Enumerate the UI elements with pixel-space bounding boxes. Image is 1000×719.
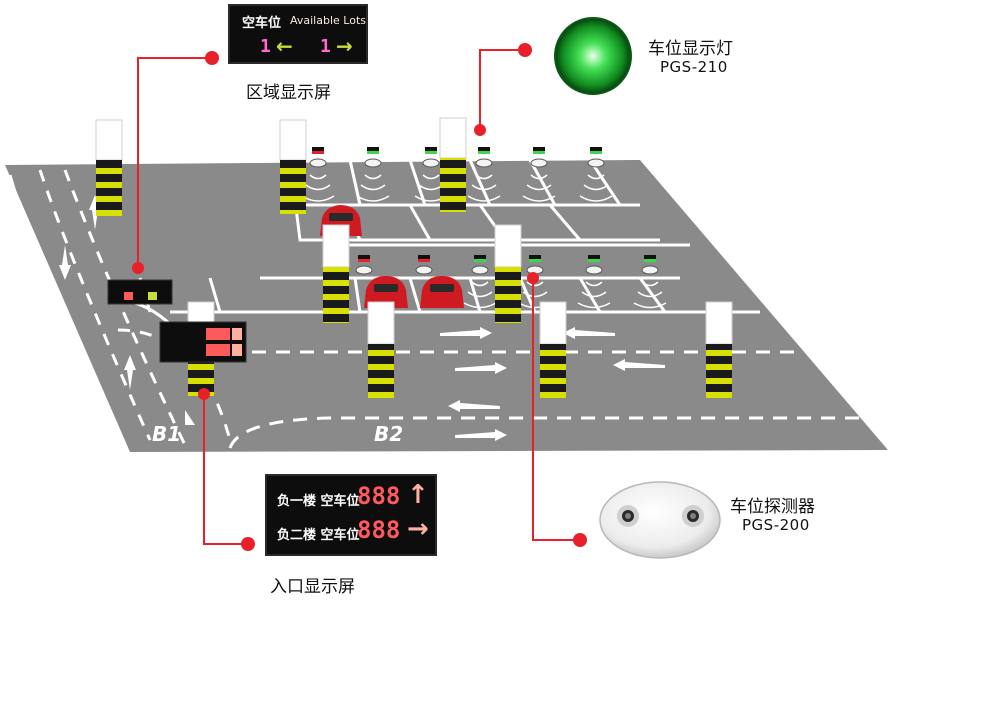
indicator-light-label: 车位显示灯 <box>648 39 733 59</box>
entrance-row1-digits: 888 <box>357 482 401 510</box>
detectors-back <box>309 158 605 168</box>
zone-sign-right-arrow: → <box>336 34 353 58</box>
pillar-icon <box>439 117 467 212</box>
callout-lines <box>137 49 580 545</box>
callout-dots <box>132 43 587 551</box>
entrance-row2-text: 负二楼 空车位 <box>277 528 360 543</box>
pillar-icon <box>279 119 307 214</box>
mini-zone-sign <box>107 279 173 305</box>
zone-sign-title-cn: 空车位 <box>242 16 282 31</box>
entrance-row2-arrow: → <box>407 514 429 544</box>
car-icon <box>420 276 464 308</box>
zone-display-label: 区域显示屏 <box>246 83 331 103</box>
detector-model: PGS-200 <box>742 516 810 534</box>
detectors-front <box>355 265 659 275</box>
entrance-row2-digits: 888 <box>357 516 401 544</box>
zone-display-sign: 空车位 Available Lots 1 ← 1 → <box>228 4 368 64</box>
ultrasonic-waves-back <box>301 174 613 202</box>
pillar-icon <box>367 301 395 398</box>
zone-sign-left-arrow: ← <box>276 34 293 58</box>
pillar-icon <box>539 301 567 398</box>
pillar-icon <box>494 224 522 323</box>
floor-label-b2: B2 <box>374 422 404 446</box>
entrance-row1-text: 负一楼 空车位 <box>277 494 360 509</box>
pillar-icon <box>95 119 123 216</box>
entrance-display-sign: 负一楼 空车位 888 ↑ 负二楼 空车位 888 → <box>265 474 437 556</box>
detector-icon <box>599 481 721 559</box>
mini-entrance-sign <box>159 321 247 363</box>
ultrasonic-waves-front <box>463 281 667 309</box>
zone-sign-title-en: Available Lots <box>290 14 366 27</box>
entrance-display-label: 入口显示屏 <box>270 577 355 597</box>
car-icon <box>364 276 408 308</box>
indicator-lights-front <box>358 255 656 262</box>
light-icon <box>554 17 632 95</box>
zone-sign-left-digit: 1 <box>260 36 271 57</box>
floor-label-b1: B1 <box>152 422 182 446</box>
pillar-icon <box>705 301 733 398</box>
indicator-light-model: PGS-210 <box>660 58 728 76</box>
detector-label: 车位探测器 <box>730 497 815 517</box>
pillar-icon <box>322 224 350 323</box>
indicator-lights-back <box>312 147 602 154</box>
zone-sign-right-digit: 1 <box>320 36 331 57</box>
entrance-row1-arrow: ↑ <box>407 480 429 510</box>
